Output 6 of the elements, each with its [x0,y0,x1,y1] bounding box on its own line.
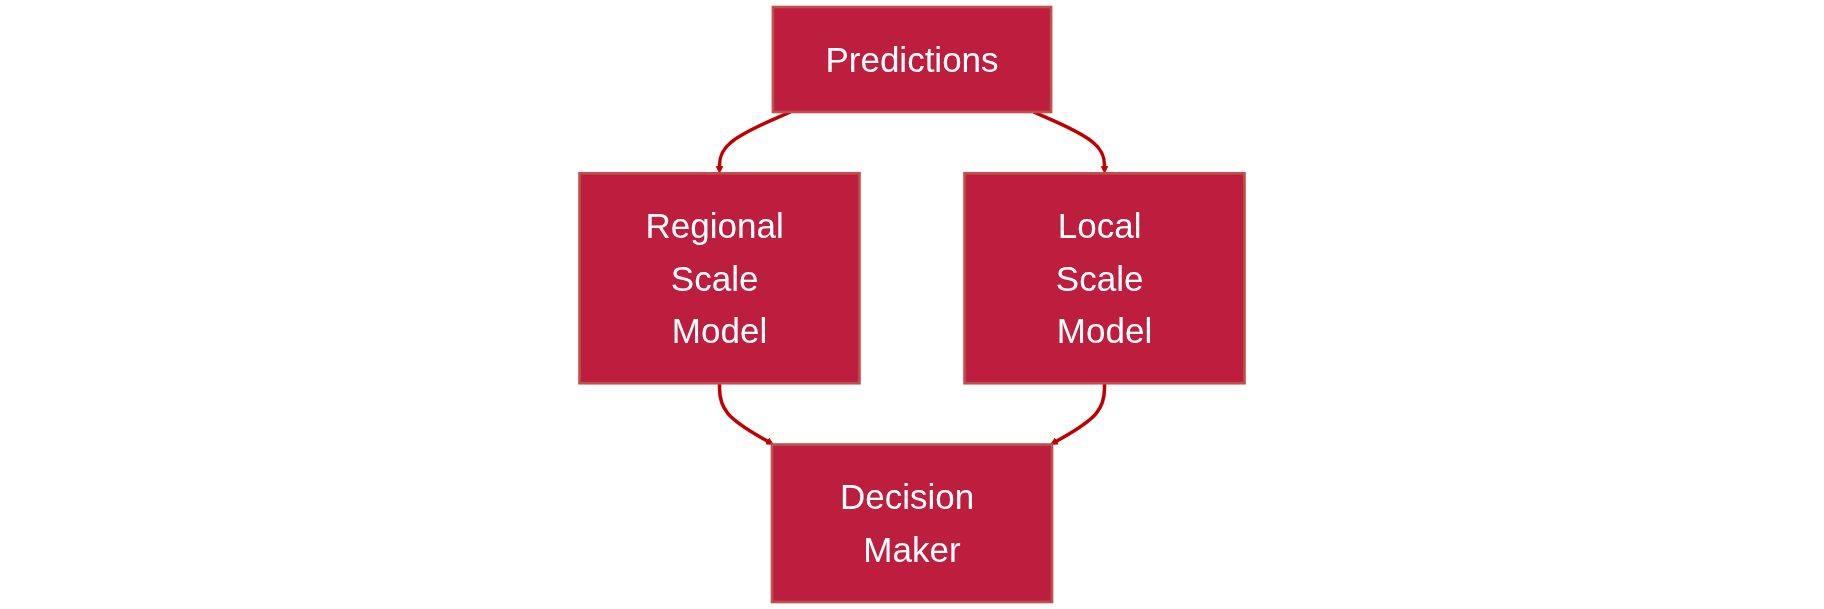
node-box: Predictions [771,5,1053,114]
arrow [717,383,774,445]
node-box: Decision Maker [770,443,1054,604]
arrow [1050,383,1107,445]
node-box: Regional Scale Model [578,171,861,385]
node-box: Local Scale Model [963,171,1246,385]
